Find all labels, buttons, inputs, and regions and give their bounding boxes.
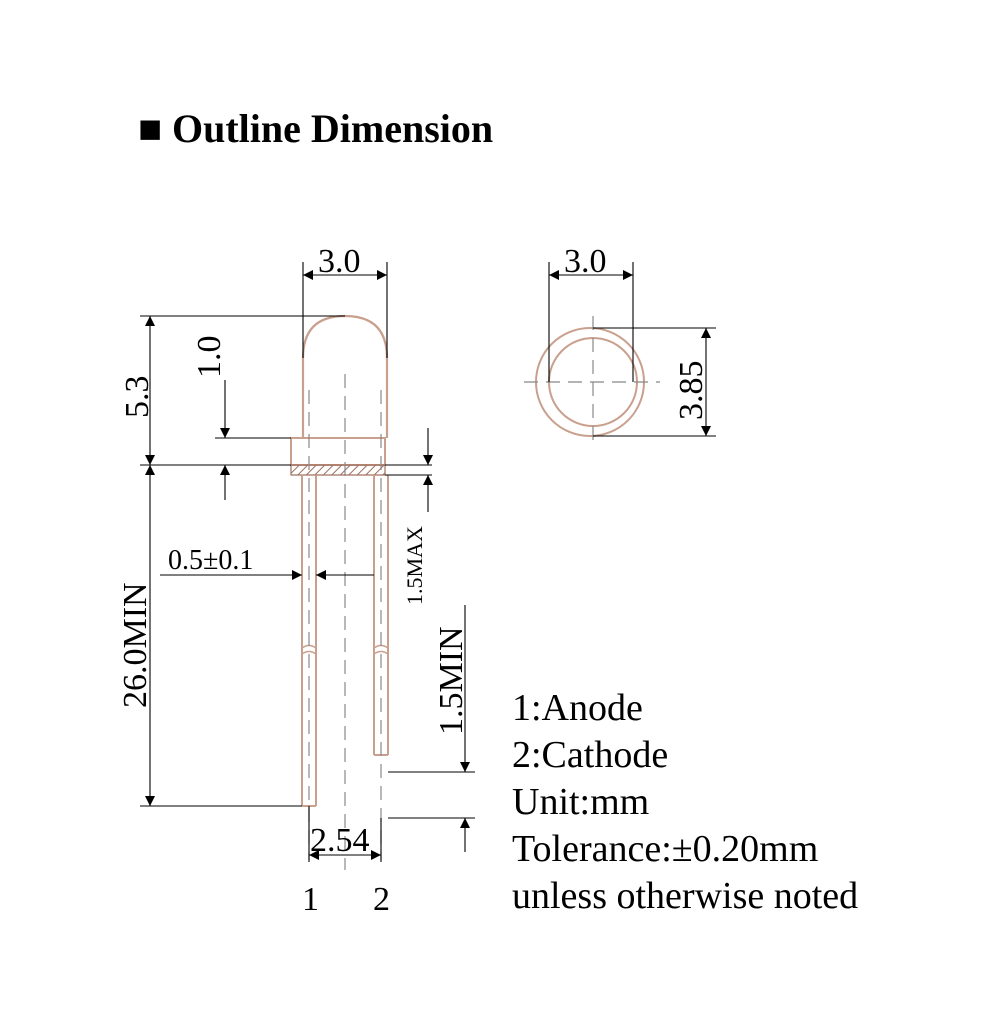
pin-1-label: 1 <box>302 881 319 918</box>
dim-lead-length-label: 26.0MIN <box>117 582 154 708</box>
dim-lead-length: 26.0MIN <box>117 465 302 807</box>
dim-top-width: 3.0 <box>548 243 634 382</box>
legend: 1:Anode 2:Cathode Unit:mm Tolerance:±0.2… <box>512 687 858 917</box>
legend-note: unless otherwise noted <box>512 875 858 917</box>
dim-body-width: 3.0 <box>302 243 388 358</box>
dim-lead-offset: 1.5MIN <box>388 605 475 852</box>
dim-lead-pitch-label: 2.54 <box>310 822 370 859</box>
top-view: 3.0 3.85 <box>524 243 716 448</box>
dim-flange-max-label: 1.5MAX <box>402 526 427 605</box>
lead-anode <box>301 390 317 860</box>
dim-top-width-label: 3.0 <box>564 243 607 280</box>
dim-body-height: 5.3 <box>119 315 345 466</box>
title-text: Outline Dimension <box>172 106 493 151</box>
legend-unit: Unit:mm <box>512 781 649 823</box>
dim-body-width-label: 3.0 <box>318 243 361 280</box>
pin-2-label: 2 <box>373 881 390 918</box>
legend-tolerance: Tolerance:±0.20mm <box>512 828 818 870</box>
dim-lead-pitch: 2.54 <box>308 806 382 862</box>
dim-body-height-label: 5.3 <box>119 376 156 419</box>
dim-flange-thickness: 1.0 <box>191 336 291 500</box>
dim-flange-thickness-label: 1.0 <box>191 336 228 379</box>
lead-cathode <box>373 390 389 860</box>
dim-lead-width-label: 0.5±0.1 <box>168 545 253 576</box>
dim-lead-width: 0.5±0.1 <box>160 545 374 580</box>
dim-top-flange: 3.85 <box>593 327 716 437</box>
legend-anode: 1:Anode <box>512 687 643 729</box>
led-flange <box>290 437 386 466</box>
dim-top-flange-label: 3.85 <box>673 361 710 421</box>
led-seal-hatch <box>290 464 386 476</box>
dim-lead-offset-label: 1.5MIN <box>433 626 470 735</box>
page-title: ■ Outline Dimension <box>138 106 493 151</box>
side-view: 3.0 5.3 1.0 1.5MAX 26.0MIN <box>117 243 475 918</box>
title-marker: ■ <box>138 106 162 151</box>
dim-flange-max: 1.5MAX <box>385 428 433 605</box>
legend-cathode: 2:Cathode <box>512 734 668 776</box>
